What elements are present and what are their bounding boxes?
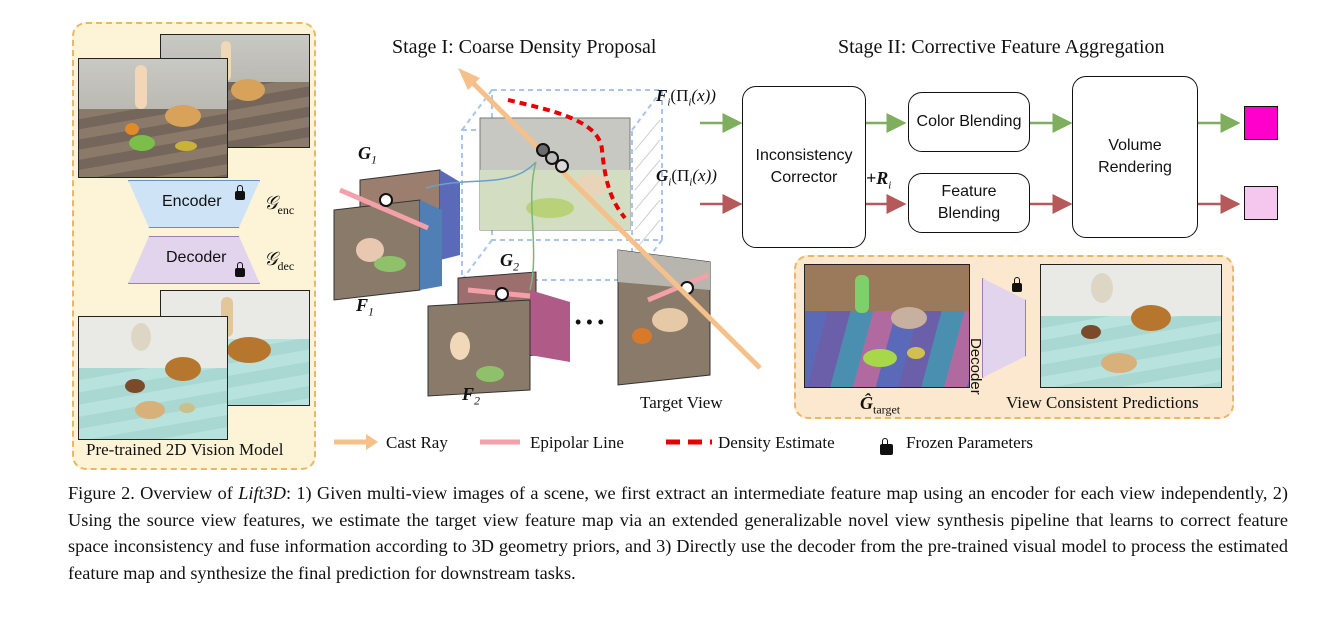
pretrained-model-title: Pre-trained 2D Vision Model <box>86 440 284 459</box>
view-consistent-prediction-image <box>1040 264 1222 388</box>
target-view-label: Target View <box>640 393 723 412</box>
f2-label: F2 <box>462 384 481 408</box>
view-consistent-predictions-label: View Consistent Predictions <box>1006 393 1199 412</box>
legend-epipolar-line: Epipolar Line <box>530 433 624 452</box>
feature-blending-block: Feature Blending <box>908 173 1030 233</box>
input-feature-label: Fi(Πi(x)) <box>656 86 716 109</box>
source-view-2 <box>427 271 570 397</box>
legend-lock-icon <box>880 438 893 455</box>
cast-ray-arrowhead <box>458 68 480 90</box>
stage1-diagram: • • • <box>333 68 762 397</box>
decoder-symbol: 𝒢dec <box>264 249 295 273</box>
residual-label: +Ri <box>866 168 892 192</box>
encoder-symbol: 𝒢enc <box>264 193 295 217</box>
estimated-feature-map <box>804 264 970 388</box>
ray-link-2 <box>529 161 537 291</box>
density-estimate-curve <box>507 98 627 220</box>
prediction-image-front <box>78 316 228 440</box>
color-blending-block: Color Blending <box>908 92 1030 152</box>
color-output-square <box>1244 106 1278 140</box>
views-ellipsis: • • • <box>575 312 604 332</box>
stage1-title: Stage I: Coarse Density Proposal <box>392 36 657 58</box>
legend-density-estimate: Density Estimate <box>718 433 835 452</box>
ray-link-1 <box>425 161 537 189</box>
encoder-lock-icon <box>235 185 245 200</box>
output-decoder-lock-icon <box>1012 277 1022 292</box>
input-image-front <box>78 58 228 178</box>
cast-ray <box>468 78 762 370</box>
volume-rendering-block: Volume Rendering <box>1072 76 1198 238</box>
g2-label: G2 <box>500 250 519 274</box>
feature-output-square <box>1244 186 1278 220</box>
encoder-label: Encoder <box>162 193 222 210</box>
stage2-arrows <box>700 113 1241 214</box>
g1-label: G1 <box>358 143 377 167</box>
inconsistency-corrector-block: Inconsistency Corrector <box>742 86 866 248</box>
decoder-lock-icon <box>235 262 245 277</box>
legend-cast-ray: Cast Ray <box>386 433 448 452</box>
g-target-label: Ĝtarget <box>860 393 901 417</box>
decoder-label: Decoder <box>166 249 227 266</box>
legend-frozen-parameters: Frozen Parameters <box>906 433 1033 452</box>
legend-glyphs <box>334 434 712 450</box>
input-g-label: Gi(Πi(x)) <box>656 166 717 189</box>
source-view-1 <box>333 169 460 301</box>
output-decoder-label: Decoder <box>967 338 984 395</box>
stage2-title: Stage II: Corrective Feature Aggregation <box>838 36 1165 58</box>
figure-caption: Figure 2. Overview of Lift3D: 1) Given m… <box>68 483 1288 583</box>
f1-label: F1 <box>356 295 375 319</box>
